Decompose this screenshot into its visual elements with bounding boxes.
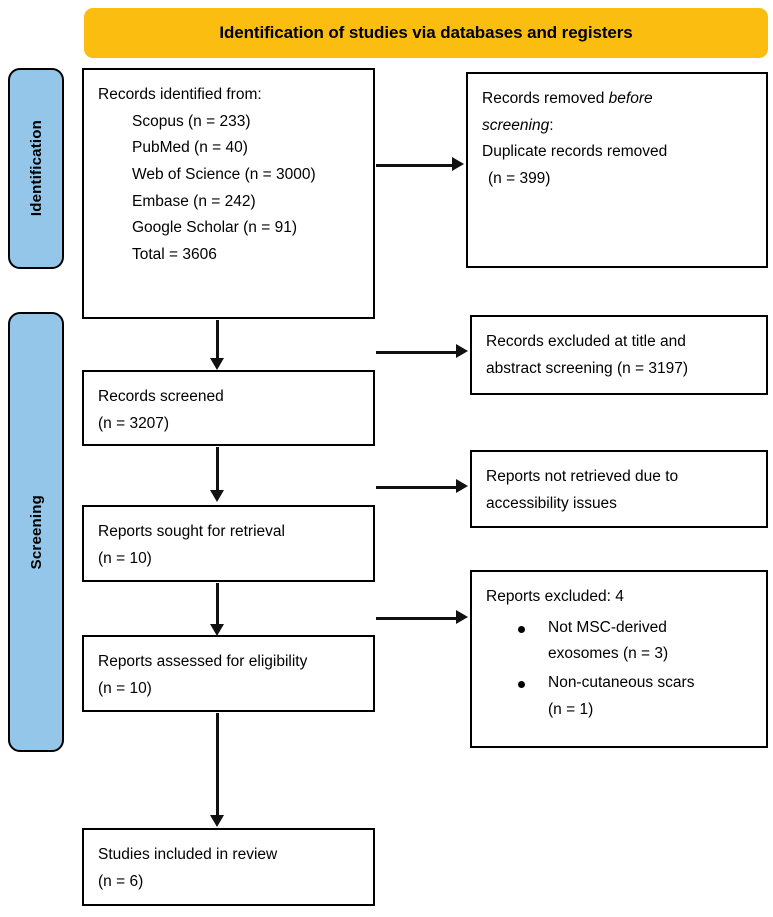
source-scopus: Scopus (n = 233) bbox=[132, 112, 251, 130]
box-reports-assessed: Reports assessed for eligibility (n = 10… bbox=[82, 635, 375, 712]
reason-2-line1: Non-cutaneous scars bbox=[548, 673, 695, 691]
reason-1-line1: Not MSC-derived bbox=[548, 618, 667, 636]
studies-included-label: Studies included in review bbox=[98, 846, 278, 863]
records-removed-colon: : bbox=[549, 116, 554, 134]
reports-not-retrieved-line1: Reports not retrieved due to bbox=[486, 468, 679, 485]
source-total: Total = 3606 bbox=[132, 245, 217, 263]
duplicate-records-count: (n = 399) bbox=[488, 169, 551, 187]
stage-identification-text: Identification bbox=[27, 120, 45, 217]
reason-1-line2: exosomes (n = 3) bbox=[548, 645, 669, 663]
records-excluded-line2: abstract screening (n = 3197) bbox=[486, 359, 689, 377]
records-removed-word-before: before bbox=[608, 90, 653, 107]
reason-2-line2: (n = 1) bbox=[548, 700, 594, 718]
reports-not-retrieved-line2: accessibility issues bbox=[486, 494, 617, 512]
box-reports-not-retrieved: Reports not retrieved due to accessibili… bbox=[470, 450, 768, 528]
source-web-of-science: Web of Science (n = 3000) bbox=[132, 165, 316, 183]
duplicate-records-removed: Duplicate records removed bbox=[482, 143, 668, 161]
stage-label-screening: Screening bbox=[8, 312, 64, 752]
box-records-excluded-title-abstract: Records excluded at title and abstract s… bbox=[470, 315, 768, 395]
box-records-screened: Records screened (n = 3207) bbox=[82, 370, 375, 446]
stage-screening-text: Screening bbox=[27, 494, 45, 570]
records-screened-label: Records screened bbox=[98, 388, 224, 405]
records-screened-count: (n = 3207) bbox=[98, 414, 170, 432]
reports-excluded-heading: Reports excluded: 4 bbox=[486, 588, 624, 605]
box-reports-sought: Reports sought for retrieval (n = 10) bbox=[82, 505, 375, 582]
studies-included-count: (n = 6) bbox=[98, 872, 144, 890]
box-studies-included: Studies included in review (n = 6) bbox=[82, 828, 375, 906]
list-item: Not MSC-derived exosomes (n = 3) bbox=[512, 615, 752, 668]
reports-sought-label: Reports sought for retrieval bbox=[98, 523, 285, 540]
records-identified-heading: Records identified from: bbox=[98, 86, 262, 103]
records-removed-word-records: Records bbox=[482, 90, 540, 107]
source-pubmed: PubMed (n = 40) bbox=[132, 139, 248, 157]
records-removed-word-removed: removed bbox=[544, 90, 605, 107]
header-banner: Identification of studies via databases … bbox=[84, 8, 768, 58]
reports-assessed-count: (n = 10) bbox=[98, 679, 152, 697]
list-item: Non-cutaneous scars (n = 1) bbox=[512, 670, 752, 723]
reports-excluded-list: Not MSC-derived exosomes (n = 3) Non-cut… bbox=[486, 615, 752, 724]
records-removed-line1: Records removed before bbox=[482, 86, 752, 113]
source-embase: Embase (n = 242) bbox=[132, 192, 256, 210]
reports-sought-count: (n = 10) bbox=[98, 549, 152, 567]
records-removed-word-screening: screening bbox=[482, 116, 550, 134]
banner-title: Identification of studies via databases … bbox=[219, 23, 633, 42]
records-removed-line2: screening: bbox=[482, 113, 752, 140]
source-google-scholar: Google Scholar (n = 91) bbox=[132, 219, 297, 237]
box-records-identified: Records identified from: Scopus (n = 233… bbox=[82, 68, 375, 319]
box-records-removed: Records removed before screening: Duplic… bbox=[466, 72, 768, 268]
reports-assessed-label: Reports assessed for eligibility bbox=[98, 653, 308, 670]
stage-label-identification: Identification bbox=[8, 68, 64, 269]
records-excluded-line1: Records excluded at title and bbox=[486, 333, 686, 350]
box-reports-excluded: Reports excluded: 4 Not MSC-derived exos… bbox=[470, 570, 768, 748]
